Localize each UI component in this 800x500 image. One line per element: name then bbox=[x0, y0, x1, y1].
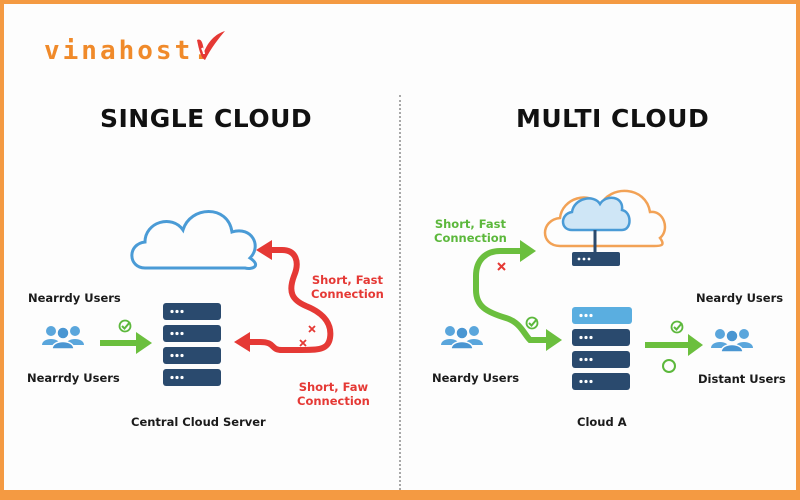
multi-cross-icon bbox=[497, 262, 506, 271]
single-cloud-title: SINGLE CLOUD bbox=[100, 104, 313, 133]
brand-check-icon bbox=[197, 31, 225, 60]
multi-top-server-icon bbox=[572, 252, 620, 266]
single-red-arrow bbox=[234, 240, 334, 353]
section-divider bbox=[399, 95, 401, 490]
multi-circle-icon bbox=[662, 359, 676, 373]
central-server-label: Central Cloud Server bbox=[131, 415, 266, 429]
single-users-top-label: Nearrdy Users bbox=[28, 291, 121, 305]
multi-distant-users-icon bbox=[710, 328, 754, 353]
multi-cloud-title: MULTI CLOUD bbox=[516, 104, 710, 133]
frame-bottom-bar bbox=[0, 490, 800, 500]
single-users-bottom-label: Nearrdy Users bbox=[27, 371, 120, 385]
multi-outer-cloud-icon bbox=[543, 189, 667, 248]
single-check-icon bbox=[118, 319, 132, 333]
single-cloud-icon bbox=[130, 210, 258, 270]
brand-logo-text: vinahost. bbox=[44, 36, 209, 66]
single-cross-icon bbox=[299, 325, 316, 347]
multi-right-check-icon bbox=[670, 320, 684, 334]
cloud-a-label: Cloud A bbox=[577, 415, 627, 429]
multi-right-green-arrow bbox=[645, 334, 703, 356]
single-users-icon bbox=[41, 325, 85, 350]
single-green-arrow bbox=[100, 332, 152, 354]
central-server-rack-icon bbox=[163, 303, 221, 386]
cloud-a-server-rack-icon bbox=[572, 307, 632, 390]
multi-inner-cloud-icon bbox=[561, 196, 631, 232]
multi-green-branch-arrow bbox=[473, 240, 562, 351]
multi-near-users-label: Neardy Users bbox=[432, 371, 520, 385]
multi-near-users-icon bbox=[440, 325, 484, 350]
multi-check-icon bbox=[525, 316, 539, 330]
multi-distant-users-label: Distant Users bbox=[698, 372, 786, 386]
multi-right-users-label: Neardy Users bbox=[696, 291, 784, 305]
